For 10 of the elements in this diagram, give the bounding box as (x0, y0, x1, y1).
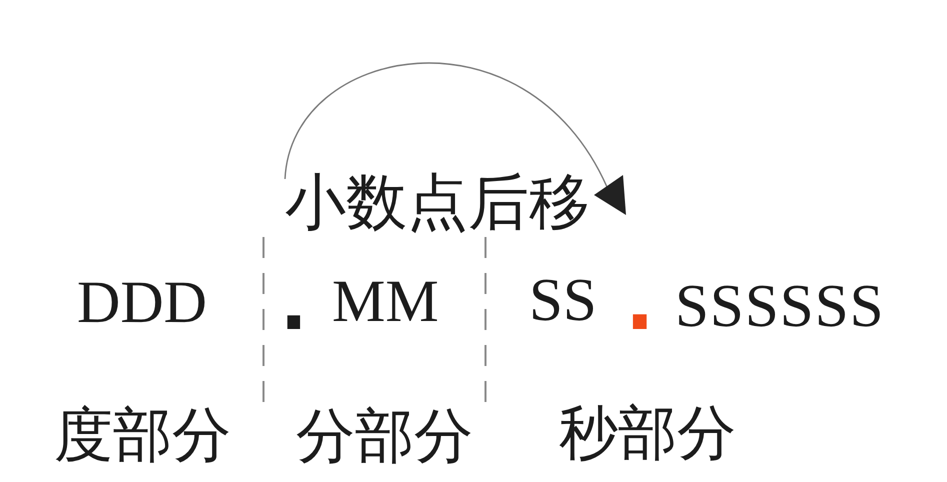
part-label: 秒部分 (559, 403, 736, 462)
part-label: 分部分 (296, 406, 473, 465)
decimal-point: . (625, 265, 655, 343)
part-label: 度部分 (54, 405, 231, 464)
format-letters: SS (529, 270, 597, 331)
format-letters: MM (332, 270, 439, 331)
format-letters: SSSSSS (675, 276, 885, 337)
annotation-text: 小数点后移 (285, 172, 590, 233)
decimal-point: . (280, 268, 308, 342)
format-letters: DDD (77, 272, 207, 332)
